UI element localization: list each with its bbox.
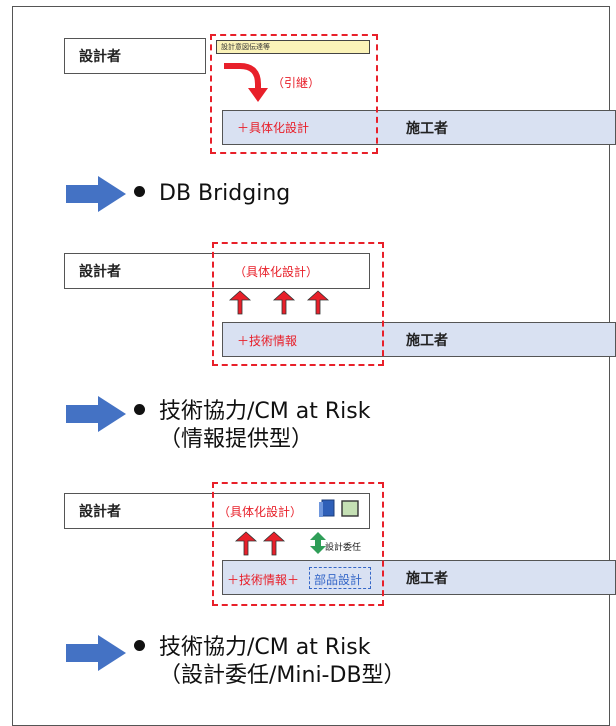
blue-pointer-arrow-icon-3	[66, 635, 126, 671]
contractor-bar-3: 施工者	[222, 560, 616, 595]
designer-box-3: 設計者	[64, 493, 370, 529]
method-bullet-1: DB Bridging	[134, 180, 290, 208]
up-arrow-icon-3a	[234, 531, 258, 556]
green-panel-icon	[341, 500, 359, 517]
designer-label-1: 設計者	[79, 49, 121, 65]
detail-design-label-3: （具体化設計）	[218, 505, 303, 519]
method-label-2-line2: （情報提供型）	[159, 427, 314, 452]
contractor-label-1: 施工者	[406, 120, 448, 137]
method-bullet-2: 技術協力/CM at Risk （情報提供型）	[134, 398, 370, 454]
up-arrow-icon-3b	[262, 531, 286, 556]
handover-arrowhead-icon	[248, 88, 268, 102]
blue-pointer-arrow-icon-2	[66, 396, 126, 432]
tech-info-label-2: ＋技術情報	[237, 334, 298, 348]
contractor-label-3: 施工者	[406, 570, 448, 587]
up-arrow-icon-2b	[272, 290, 296, 315]
designer-label-3: 設計者	[79, 504, 121, 520]
contractor-label-2: 施工者	[406, 332, 448, 349]
method-label-2-line1: 技術協力/CM at Risk	[159, 399, 371, 424]
scope-dashed-box-3	[212, 482, 384, 606]
parts-design-dashed-box	[309, 567, 371, 589]
contractor-bar-1: 施工者	[222, 110, 616, 145]
section1-graphics	[66, 63, 268, 212]
delegation-double-arrow-icon	[310, 532, 326, 554]
design-intent-note: 設計意図伝達等	[216, 40, 370, 54]
up-arrow-icon-2c	[306, 290, 330, 315]
section3-graphics	[66, 499, 359, 671]
blue-pointer-arrow-icon-1	[66, 176, 126, 212]
tech-info-label-3: ＋技術情報＋	[227, 573, 300, 587]
scope-dashed-box-1	[210, 34, 378, 154]
detail-design-label-2: （具体化設計）	[234, 265, 319, 279]
designer-box-2: 設計者	[64, 253, 370, 289]
section2-graphics	[66, 290, 330, 432]
handover-curved-arrow-icon	[224, 63, 261, 90]
designer-box-1: 設計者	[64, 38, 206, 74]
design-delegation-label: 設計委任	[325, 543, 362, 553]
blue-document-edge-icon	[319, 502, 323, 517]
scope-dashed-box-2	[212, 242, 384, 366]
parts-design-label: 部品設計	[314, 573, 363, 587]
up-arrow-icon-2a	[228, 290, 252, 315]
designer-label-2: 設計者	[79, 264, 121, 280]
method-label-3-line1: 技術協力/CM at Risk	[159, 635, 371, 660]
bullet-dot-icon	[134, 404, 145, 415]
method-label-3-line2: （設計委任/Mini-DB型）	[159, 663, 406, 688]
handover-label: （引継）	[272, 76, 321, 90]
blue-document-icon	[321, 499, 335, 517]
detail-design-label-1: ＋具体化設計	[237, 121, 310, 135]
method-label-1: DB Bridging	[159, 181, 291, 206]
bullet-dot-icon	[134, 640, 145, 651]
bullet-dot-icon	[134, 186, 145, 197]
method-bullet-3: 技術協力/CM at Risk （設計委任/Mini-DB型）	[134, 634, 406, 690]
